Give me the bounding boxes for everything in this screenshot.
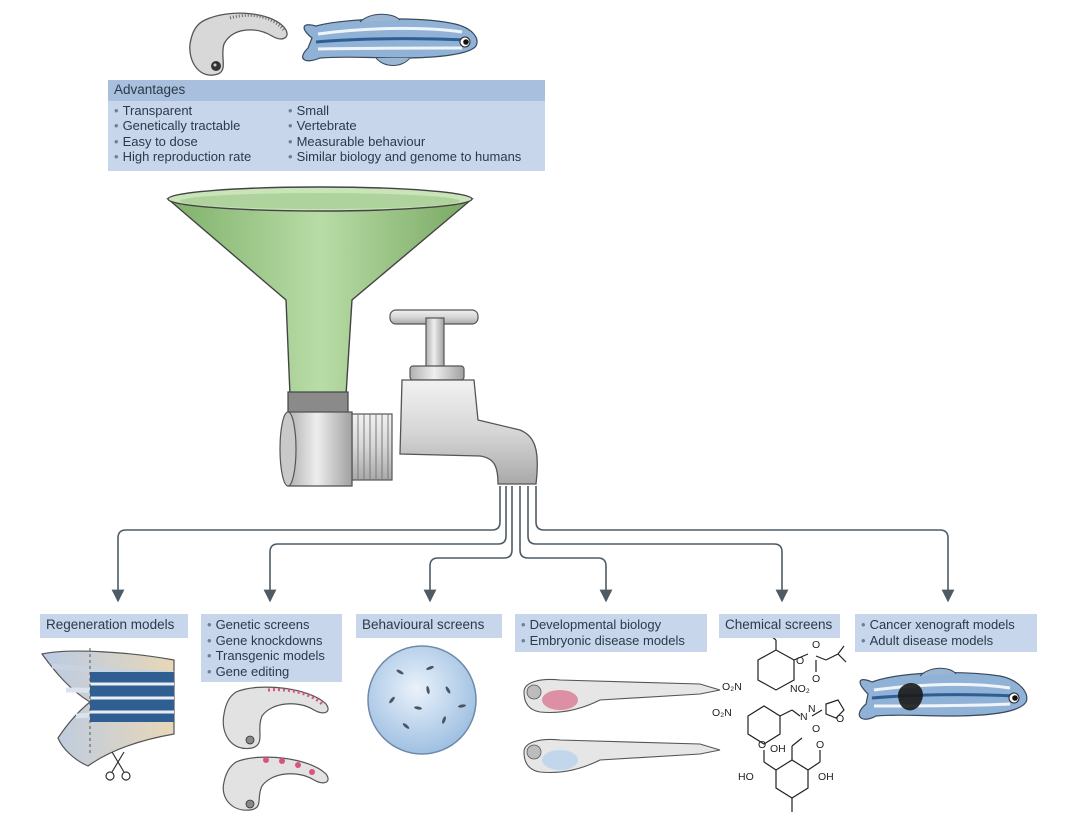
larva-1 <box>523 678 721 714</box>
arrow-to-cancer <box>535 486 955 603</box>
genetic-screens-box: Genetic screens Gene knockdowns Transgen… <box>201 614 342 682</box>
mol1-no2: NO₂ <box>790 683 810 695</box>
regeneration-models-label: Regeneration models <box>46 617 175 632</box>
chemical-structure-2 <box>747 699 845 745</box>
petri-dish-illustration <box>367 645 477 755</box>
larva-2 <box>523 738 721 774</box>
developmental-item: Developmental biology <box>521 617 701 633</box>
genetic-item: Genetic screens <box>207 617 336 633</box>
chemical-atom-labels: O₂N NO₂ O O O O₂N N N O O OH HO OH O O <box>712 639 844 783</box>
advantages-left-list: Transparent Genetically tractable Easy t… <box>108 101 282 168</box>
advantage-item: Genetically tractable <box>114 118 272 134</box>
arrow-to-genetic <box>263 486 507 603</box>
advantages-title: Advantages <box>108 80 545 101</box>
mol1-o-carbonyl: O <box>812 639 820 651</box>
regeneration-models-box: Regeneration models <box>40 614 188 638</box>
advantage-item: Transparent <box>114 103 272 119</box>
advantages-right-list: Small Vertebrate Measurable behaviour Si… <box>282 101 531 168</box>
genetic-item: Gene knockdowns <box>207 633 336 649</box>
behavioural-screens-box: Behavioural screens <box>356 614 502 638</box>
faucet-illustration <box>279 309 538 487</box>
chemical-screens-label: Chemical screens <box>725 617 833 632</box>
distribution-arrows <box>111 486 955 603</box>
cancer-item: Adult disease models <box>861 633 1031 649</box>
mol1-o-ester: O <box>812 673 820 685</box>
developmental-item: Embryonic disease models <box>521 633 701 649</box>
mol2-o2n: O₂N <box>712 707 732 719</box>
advantage-item: Vertebrate <box>288 118 521 134</box>
mol1-o-ether: O <box>796 655 804 667</box>
mol3-ho: HO <box>738 771 754 783</box>
mol2-furan-o: O <box>836 713 844 725</box>
advantages-panel: Advantages Transparent Genetically tract… <box>108 80 545 171</box>
arrow-to-chemical <box>527 486 789 603</box>
top-zebrafish-illustration <box>302 13 478 66</box>
advantage-item: High reproduction rate <box>114 149 272 165</box>
arrow-to-regeneration <box>111 486 501 603</box>
behavioural-screens-label: Behavioural screens <box>362 617 485 632</box>
advantage-item: Similar biology and genome to humans <box>288 149 522 165</box>
mol1-o2n: O₂N <box>722 681 742 693</box>
cancer-xenograft-box: Cancer xenograft models Adult disease mo… <box>855 614 1037 652</box>
mol3-o-right: O <box>816 739 824 751</box>
mol2-n1: N <box>800 711 808 723</box>
tail-fin-illustration <box>40 648 175 767</box>
mol3-o-left: O <box>758 739 766 751</box>
chemical-screens-box: Chemical screens <box>719 614 840 638</box>
advantage-item: Easy to dose <box>114 134 272 150</box>
scissors-icon <box>105 751 131 781</box>
advantage-item: Measurable behaviour <box>288 134 521 150</box>
arrow-to-behavioural <box>423 486 513 603</box>
genetic-item: Gene editing <box>207 664 336 680</box>
genetic-item: Transgenic models <box>207 648 336 664</box>
genetic-embryo-1 <box>222 686 329 750</box>
advantage-item: Small <box>288 103 521 119</box>
mol2-o: O <box>812 723 820 735</box>
cancer-item: Cancer xenograft models <box>861 617 1031 633</box>
mol2-oh: OH <box>770 743 786 755</box>
cancer-zebrafish-illustration <box>858 667 1028 720</box>
mol2-n2: N <box>808 703 816 715</box>
chemical-structure-3 <box>763 737 821 812</box>
top-embryo-illustration <box>189 12 288 76</box>
mol3-oh: OH <box>818 771 834 783</box>
genetic-embryo-2 <box>222 756 329 811</box>
arrow-to-developmental <box>519 486 613 603</box>
developmental-biology-box: Developmental biology Embryonic disease … <box>515 614 707 652</box>
